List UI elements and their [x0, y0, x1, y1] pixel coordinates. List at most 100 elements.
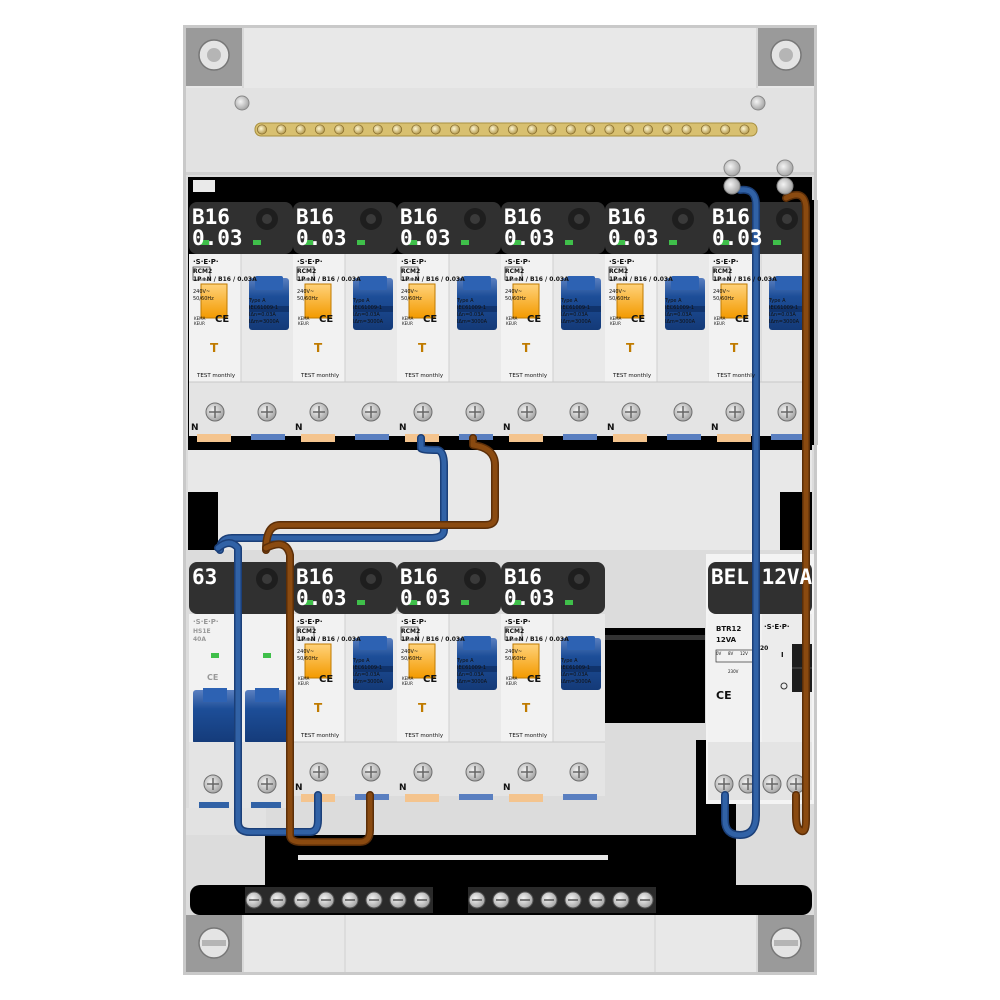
mark-i: I — [781, 651, 784, 659]
icn-label: IΔm=3000A — [249, 319, 280, 325]
type-label: Type A — [665, 298, 682, 304]
model-label: RCM2 — [609, 268, 629, 275]
model-label: RCM2 — [297, 628, 317, 635]
freq-label: 50/60Hz — [297, 656, 318, 662]
kema-mark: KEMA KEUR — [298, 676, 310, 686]
corner-mount-bottom-left — [186, 915, 242, 972]
spec-label: 1P+N / B16 / 0.03A — [505, 276, 569, 283]
freq-label: 50/60Hz — [401, 296, 422, 302]
brand-logo: ·S·E·P· — [401, 618, 427, 626]
spec-label: 1P+N / B16 / 0.03A — [609, 276, 673, 283]
standard-label: IEC61009-1 — [457, 305, 487, 311]
ce-mark: CE — [423, 674, 438, 685]
neutral-label: N — [607, 423, 615, 433]
voltage-label: 240V~ — [297, 649, 315, 655]
earth-busbar — [234, 95, 766, 137]
rcbo-sensitivity-label: 0.03 — [504, 226, 555, 250]
rcbo-rating-label: B16 — [192, 205, 230, 229]
freq-label: 50/60Hz — [505, 296, 526, 302]
rcbo-sensitivity-label: 0.03 — [608, 226, 659, 250]
input-voltage: 230V — [728, 669, 739, 674]
ce-mark: CE — [319, 314, 334, 325]
standard-label: IEC61009-1 — [561, 665, 591, 671]
freq-label: 50/60Hz — [713, 296, 734, 302]
brand-logo: ·S·E·P· — [609, 258, 635, 266]
freq-label: 50/60Hz — [609, 296, 630, 302]
test-label: TEST monthly — [717, 373, 756, 379]
test-key: T — [522, 701, 531, 715]
kema-mark: KEMA KEUR — [402, 676, 414, 686]
corner-mount-top-left — [186, 28, 242, 86]
test-label: TEST monthly — [405, 733, 444, 739]
test-label: TEST monthly — [509, 373, 548, 379]
brand-logo: ·S·E·P· — [297, 258, 323, 266]
rcbo-sensitivity-label: 0.03 — [504, 586, 555, 610]
test-key: T — [314, 341, 323, 355]
icn-label: IΔm=3000A — [353, 319, 384, 325]
icn-label: IΔm=3000A — [457, 319, 488, 325]
idn-label: IΔn=0.03A — [353, 672, 380, 678]
rcbo-top-3 — [397, 202, 501, 442]
ce-mark: CE — [527, 314, 542, 325]
rcbo-rating-label: B16 — [504, 565, 542, 589]
mark-20: 20 — [760, 645, 769, 652]
icn-label: IΔm=3000A — [769, 319, 800, 325]
ce-mark: CE — [527, 674, 542, 685]
type-label: Type A — [457, 298, 474, 304]
idn-label: IΔn=0.03A — [561, 312, 588, 318]
corner-mount-bottom-right — [758, 915, 814, 972]
test-key: T — [314, 701, 323, 715]
kema-mark: KEMA KEUR — [194, 316, 206, 326]
type-label: Type A — [561, 658, 578, 664]
brand-logo: ·S·E·P· — [297, 618, 323, 626]
ce-mark: CE — [215, 314, 230, 325]
rcbo-top-5 — [605, 202, 709, 442]
model-label: RCM2 — [401, 268, 421, 275]
rcbo-sensitivity-label: 0.03 — [400, 586, 451, 610]
test-label: TEST monthly — [301, 733, 340, 739]
ce-mark: CE — [319, 674, 334, 685]
rcbo-bottom-2 — [397, 562, 501, 802]
standard-label: IEC61009-1 — [665, 305, 695, 311]
kema-mark: KEMA KEUR — [298, 316, 310, 326]
test-label: TEST monthly — [197, 373, 236, 379]
rcbo-rating-label: B16 — [712, 205, 750, 229]
neutral-label: N — [399, 783, 407, 793]
spec-label: 1P+N / B16 / 0.03A — [505, 636, 569, 643]
brand-logo: ·S·E·P· — [505, 618, 531, 626]
rcbo-rating-label: B16 — [296, 205, 334, 229]
rating-small-label: 12VA — [716, 636, 737, 644]
icn-label: IΔm=3000A — [561, 319, 592, 325]
terminal-strip-left — [245, 887, 433, 913]
model-label: RCM2 — [713, 268, 733, 275]
type-label: Type A — [457, 658, 474, 664]
idn-label: IΔn=0.03A — [665, 312, 692, 318]
output-0v: 0V — [716, 651, 722, 656]
model-label: HS1E — [193, 628, 211, 635]
model-label: RCM2 — [505, 628, 525, 635]
standard-label: IEC61009-1 — [769, 305, 799, 311]
brand-logo: ·S·E·P· — [713, 258, 739, 266]
spec-label: 1P+N / B16 / 0.03A — [297, 276, 361, 283]
type-label: Type A — [353, 658, 370, 664]
test-label: TEST monthly — [405, 373, 444, 379]
kema-mark: KEMA KEUR — [714, 316, 726, 326]
voltage-label: 240V~ — [505, 649, 523, 655]
voltage-label: 240V~ — [193, 289, 211, 295]
rcbo-sensitivity-label: 0.03 — [192, 226, 243, 250]
icn-label: IΔm=3000A — [561, 679, 592, 685]
idn-label: IΔn=0.03A — [249, 312, 276, 318]
type-label: Type A — [249, 298, 266, 304]
voltage-label: 240V~ — [401, 289, 419, 295]
test-key: T — [626, 341, 635, 355]
icn-label: IΔm=3000A — [353, 679, 384, 685]
rcbo-sensitivity-label: 0.03 — [296, 586, 347, 610]
rcbo-sensitivity-label: 0.03 — [712, 226, 763, 250]
test-key: T — [418, 701, 427, 715]
brand-logo: ·S·E·P· — [193, 258, 219, 266]
model-label: RCM2 — [505, 268, 525, 275]
voltage-label: 240V~ — [713, 289, 731, 295]
standard-label: IEC61009-1 — [249, 305, 279, 311]
rcbo-top-1 — [189, 202, 293, 442]
